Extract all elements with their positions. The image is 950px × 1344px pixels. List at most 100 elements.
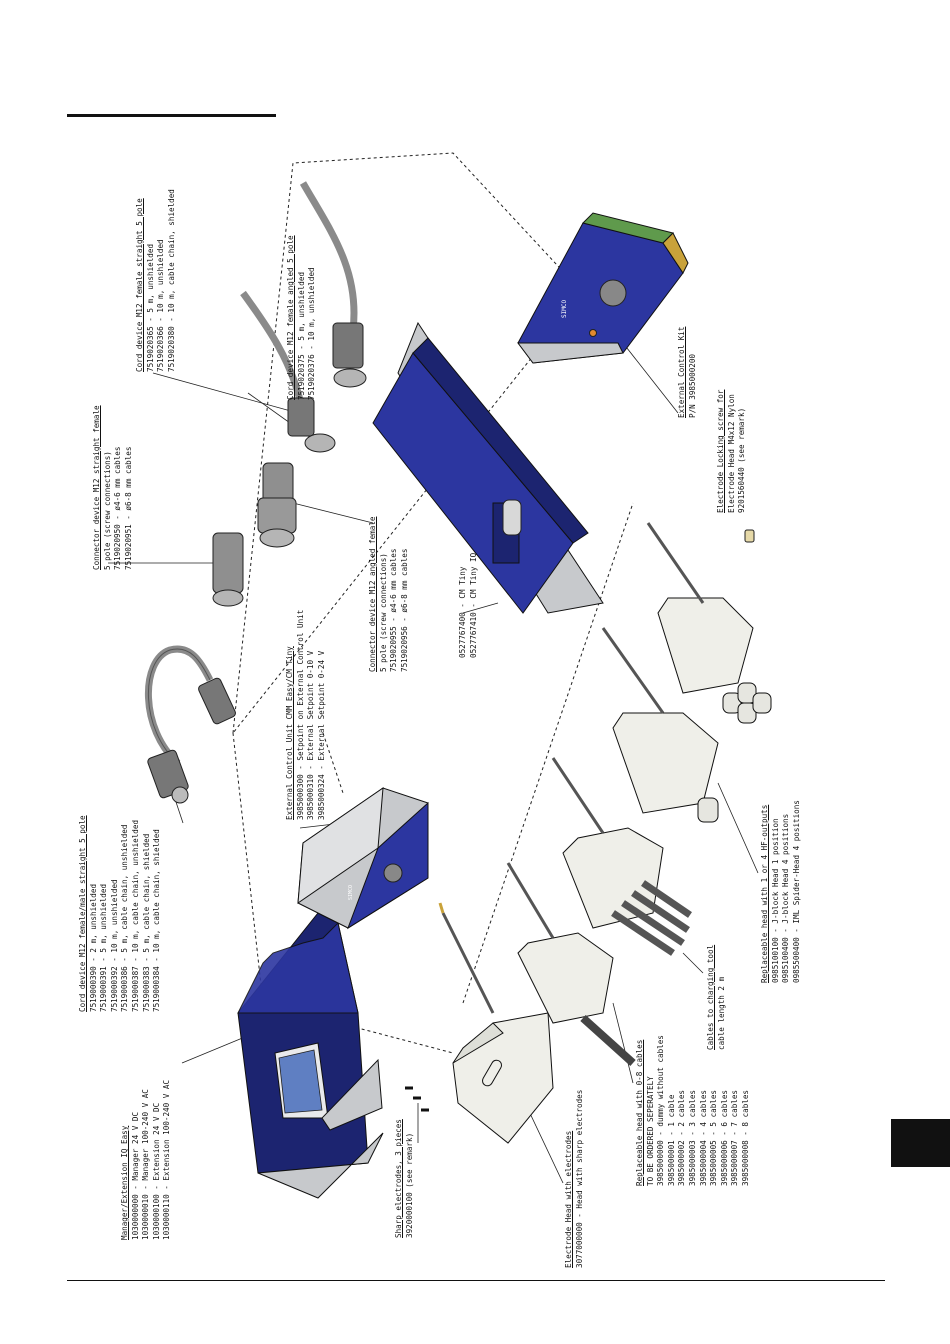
label-line: 3985000007 - 7 cables <box>730 1089 740 1186</box>
label-line: 3920000100 (see remark) <box>404 1132 414 1238</box>
label-line: 3985000006 - 6 cables <box>719 1089 729 1186</box>
label-title: Replaceable head with 0-8 cables <box>635 1039 644 1186</box>
footer-rule <box>67 1280 885 1281</box>
external-control-kit: SIMCO <box>517 212 689 364</box>
label-line: 7519020950 - ø4-6 mm cables <box>113 446 123 570</box>
label-title: Cables to charging tool <box>706 944 715 1050</box>
label-line: 3077000000 - Head with sharp electrodes <box>574 1089 584 1268</box>
label-line: 5 pole (screw connections) <box>378 553 388 672</box>
label-line: 7519000390 - 2 m, unshielded <box>88 883 98 1012</box>
dashed-line-heads-upper <box>462 502 634 1004</box>
title-rule <box>67 114 276 117</box>
label-line: Electrode Head M4x12 Nylon <box>726 394 736 513</box>
label-line: 7519020366 - 10 m, unshielded <box>156 239 166 372</box>
leader-conn-angled <box>292 502 374 524</box>
label-line: 9201560440 (see remark) <box>737 407 747 513</box>
label-title: Replaceable head with 1 or 4 HF-outputs <box>760 804 769 983</box>
label-line: P/N 3985000200 <box>687 353 697 418</box>
label-line: 7519000386 - 5 m, cable chain, unshielde… <box>120 824 130 1012</box>
manager-display <box>278 1049 323 1114</box>
label-cord-m12-female-male: Cord device M12 female/male straight 5 p… <box>78 815 163 1012</box>
label-line: 3985000000 - dummy without cables <box>656 1035 666 1186</box>
label-line: 7519020365 - 5 m, unshielded <box>145 243 155 372</box>
label-line: 1030000010 - Manager 100-240 V AC <box>141 1089 151 1240</box>
label-line: 1030000110 - Extension 100-240 V AC <box>162 1079 172 1240</box>
label-line: 7519020375 - 5 m, unshielded <box>296 271 306 400</box>
label-line: 7519000392 - 10 m, unshielded <box>109 879 119 1012</box>
label-line: 5 pole (screw connections) <box>102 451 112 570</box>
label-line: 3985000310 - External Setpoint 0-10 V <box>306 650 316 820</box>
label-line: 7519000384 - 10 m, cable chain, shielded <box>152 829 162 1012</box>
label-line: 0985100400 - J-block Head 4 positions <box>781 813 791 983</box>
cord-m12-female-male <box>144 645 236 804</box>
chapter-tab <box>891 1119 950 1167</box>
label-line: 1030000000 - Manager 24 V DC <box>130 1111 140 1240</box>
dashed-line-lower <box>232 732 264 1004</box>
label-title: Cord device M12 female straight 5 pole <box>135 198 144 372</box>
leader-hf-head <box>717 782 759 874</box>
label-line: 7519020956 - ø6-8 mm cables <box>399 548 409 672</box>
label-title: External Control Kit <box>677 326 686 418</box>
label-title: Sharp electrodes, 3 pieces <box>394 1119 403 1238</box>
cm-tiny <box>372 321 604 614</box>
control-unit-brand: SIMCO <box>348 885 354 900</box>
external-control-unit: SIMCO <box>297 786 429 930</box>
label-line: 0985500400 - IML Spider-Head 4 positions <box>791 800 801 983</box>
sharp-electrodes <box>405 1086 429 1112</box>
leader-replaceable-head <box>612 1002 634 1084</box>
label-title: Cord device M12 female/male straight 5 p… <box>78 815 87 1012</box>
label-line: 7519000391 - 5 m, unshielded <box>99 883 109 1012</box>
label-line: 0985100100 - J-block Head 1 position <box>770 818 780 983</box>
label-line: TO BE ORDERED SEPERATELY <box>645 1076 655 1186</box>
label-line: 7519000383 - 5 m, cable chain, shielded <box>141 833 151 1012</box>
connector-m12-angled <box>257 462 297 548</box>
label-line: 7519020955 - ø4-6 mm cables <box>389 548 399 672</box>
label-line: 0527767400 - CM Tiny <box>458 566 467 658</box>
locking-screw <box>744 529 755 543</box>
kit-brand: SIMCO <box>561 300 568 318</box>
label-line: 3985000001 - 1 cable <box>666 1094 676 1186</box>
label-title: Connector device M12 angled female <box>368 516 377 672</box>
label-line: cable length 2 m <box>716 976 726 1050</box>
leader-cord-straight <box>152 372 299 414</box>
label-title: External Control Unit CMM Easy/CM Tiny <box>285 646 294 820</box>
label-line: 3985000004 - 4 cables <box>698 1089 708 1186</box>
label-line: 1030000100 - Extension 24 V DC <box>151 1102 161 1240</box>
label-line: 3985000300 - Setpoint on External Contro… <box>295 609 305 820</box>
label-line: 3985000008 - 8 cables <box>740 1089 750 1186</box>
manager-housing <box>237 912 384 1199</box>
charging-cables <box>611 880 692 956</box>
kit-knob <box>599 279 627 307</box>
replaceable-head-cables <box>551 757 692 956</box>
label-line: 7519020380 - 10 m, cable chain, shielded <box>166 189 176 372</box>
label-title: Connector device M12 straight female <box>92 405 101 570</box>
label-line: 7519000387 - 10 m, cable chain, unshield… <box>130 819 140 1012</box>
dashed-line-control <box>322 732 344 794</box>
label-title: Manager/Extension IQ Easy <box>120 1125 129 1240</box>
label-title: Electrode Head with electrodes <box>564 1130 573 1268</box>
label-line: 3985000002 - 2 cables <box>677 1089 687 1186</box>
leader-charging-cables <box>682 952 704 974</box>
cord-m12-angled <box>299 181 367 388</box>
replaceable-head-spider <box>646 522 772 724</box>
control-unit-knob <box>383 863 403 883</box>
label-line: 0527767410 - CM Tiny IQ <box>468 552 478 658</box>
label-line: 3985000003 - 3 cables <box>687 1089 697 1186</box>
replaceable-head-j-block <box>601 627 719 823</box>
label-line: 7519020951 - ø6-8 mm cables <box>123 446 133 570</box>
leader-cm-tiny <box>462 602 499 614</box>
label-title: Cord device M12 female angled 5 pole <box>286 235 295 400</box>
electrode-head <box>438 902 554 1144</box>
